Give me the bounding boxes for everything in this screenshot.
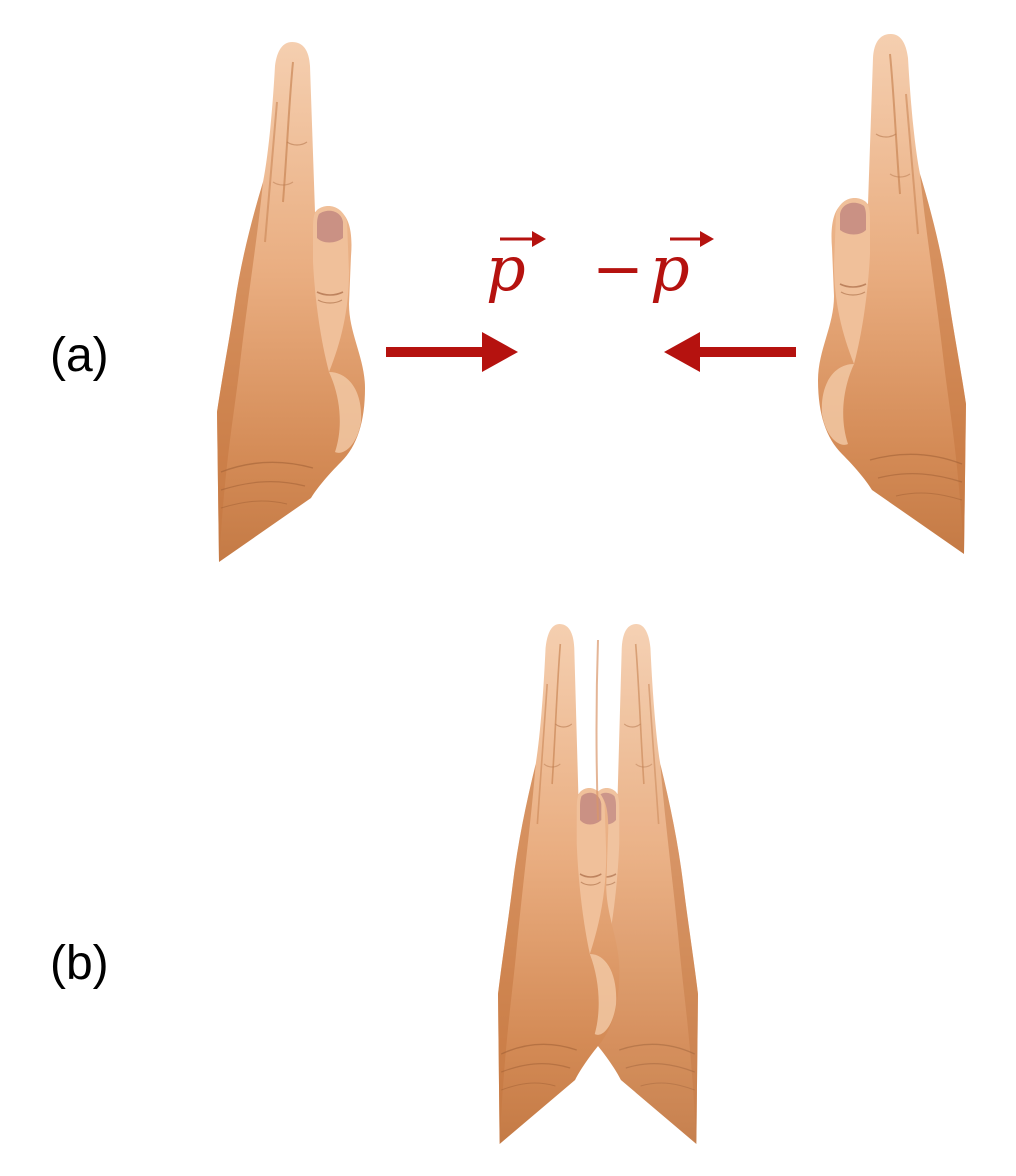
p-symbol: p: [650, 232, 690, 305]
p-symbol: p: [486, 232, 526, 305]
momentum-arrow-left: [664, 332, 796, 372]
left-hand-icon: [216, 41, 366, 563]
panel-a-label: (a): [50, 329, 109, 382]
vector-arrow-icon: [670, 231, 714, 247]
momentum-label-minus-p: − p: [592, 231, 714, 305]
momentum-label-p: p: [486, 231, 546, 305]
panel-b-label: (b): [50, 937, 109, 990]
minus-symbol: −: [592, 232, 644, 305]
right-hand-icon: [817, 33, 967, 555]
vector-arrow-icon: [500, 231, 546, 247]
praying-hands-icon: [497, 623, 699, 1145]
momentum-arrow-right: [386, 332, 518, 372]
